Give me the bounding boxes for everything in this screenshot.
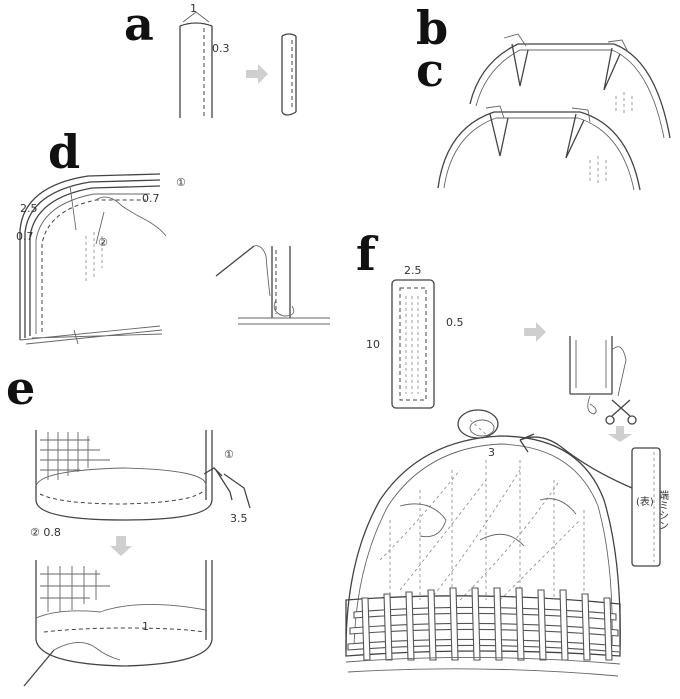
turned-tube (569, 336, 613, 395)
darts-lower (489, 113, 585, 159)
strip-outline (179, 26, 213, 118)
label-a-1: 1 (190, 2, 197, 15)
tab-stitch (399, 287, 427, 401)
arrow-down-icon (110, 536, 132, 556)
label-f-3: 3 (488, 446, 495, 459)
darts-upper (511, 43, 621, 91)
band-upper-bottom (35, 499, 213, 521)
needle-icon (215, 245, 255, 277)
label-e-3-5: 3.5 (230, 512, 248, 525)
thread-icon (253, 245, 271, 297)
dome-upper-outline (469, 43, 671, 139)
step-f: f 2.5 0.5 10 (表) 端ミシン (345, 227, 669, 677)
d-stitch-line (41, 199, 146, 332)
step-a-letter: a (124, 0, 154, 51)
scissors-icon (611, 399, 631, 417)
hanging-loop (457, 409, 499, 439)
hat-dome-outline (345, 435, 621, 651)
pointer-arrow (519, 436, 633, 489)
finished-tab (631, 447, 661, 567)
arrow-right-icon-f (524, 322, 546, 342)
step-e-letter: e (6, 361, 35, 415)
weave-pattern-upper (40, 432, 110, 480)
seam-tear (203, 467, 223, 477)
label-d-2-5: 2.5 (20, 202, 38, 215)
label-f-0-5: 0.5 (446, 316, 464, 329)
tag-machine: 端ミシン (657, 489, 669, 530)
thread-curl (95, 196, 167, 237)
hat-bottom-edge (19, 325, 163, 345)
folded-strip (281, 36, 297, 112)
label-d-0-7b: 0.7 (16, 230, 34, 243)
step-b-letter: b (416, 1, 448, 55)
step-a: a 1 0.3 (124, 0, 297, 118)
tab-piece (391, 279, 435, 409)
step-f-letter: f (356, 227, 379, 281)
arrow-down-icon-f (608, 426, 632, 442)
label-a-0-3: 0.3 (212, 42, 230, 55)
weave-grid (347, 587, 621, 661)
label-d-1: ① (176, 176, 186, 189)
weave-pattern-lower (40, 566, 110, 612)
woven-band (345, 595, 621, 657)
step-d: d ① 0.7 2.5 0.7 ② (16, 125, 330, 345)
step-b-c: b c (416, 1, 671, 191)
hat-layer-outer (19, 173, 161, 340)
needle-icon-e (23, 649, 55, 687)
hat-stitch-pattern (379, 460, 585, 601)
step-d-letter: d (48, 125, 80, 179)
label-f-2-5: 2.5 (404, 264, 422, 277)
band-lower-bottom (35, 639, 213, 667)
tag-front: (表) (636, 495, 654, 508)
measure-bracket (182, 11, 210, 23)
fabric-flap (215, 469, 251, 509)
seam-detail (271, 246, 291, 318)
label-e-1: ① (224, 448, 234, 461)
label-d-0-7a: 0.7 (142, 192, 160, 205)
step-e: e ① 3.5 ② 0.8 1 (6, 361, 251, 687)
band-lower-sides (35, 560, 213, 640)
arrow-right-icon (246, 64, 268, 84)
label-e-2-0-8: ② 0.8 (30, 526, 61, 539)
band-upper-sides (35, 430, 213, 500)
label-d-2: ② (98, 236, 108, 249)
dome-lower-outline (437, 111, 641, 191)
label-f-10: 10 (366, 338, 380, 351)
step-c-letter: c (416, 43, 444, 97)
label-e-1b: 1 (142, 620, 149, 633)
